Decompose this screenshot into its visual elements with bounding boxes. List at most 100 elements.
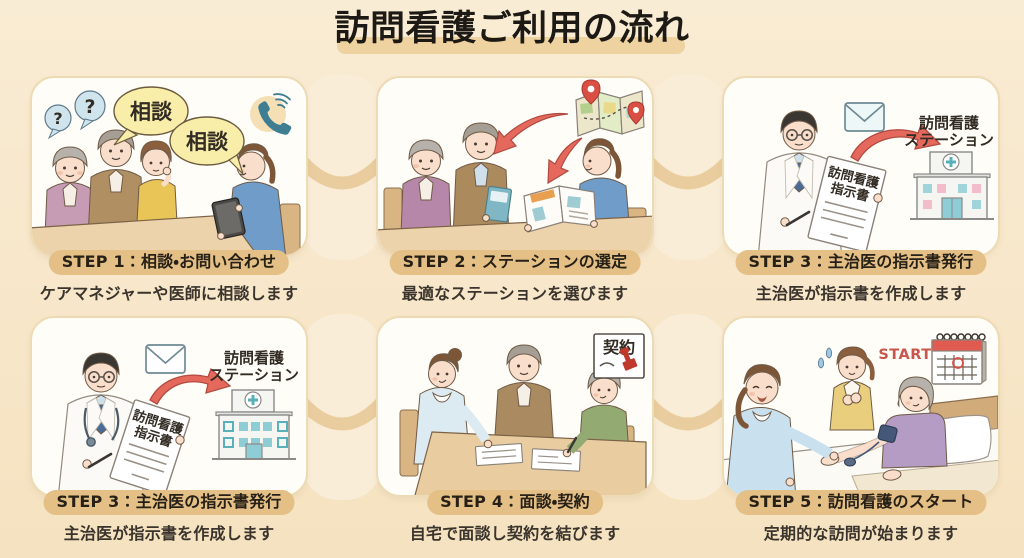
station-building-icon — [910, 151, 994, 220]
connector-arc-2 — [642, 155, 734, 190]
connector-band-4 — [648, 314, 728, 500]
red-arrows — [493, 112, 583, 185]
step-1-illustration: ? ? 相談 相談 — [32, 86, 301, 255]
start-label: START — [878, 347, 931, 363]
nurse-arm — [458, 404, 493, 449]
speech-bubble-2-text: 相談 — [186, 130, 228, 154]
connector-arc-3 — [296, 396, 388, 431]
step-5-card: 契約 — [376, 316, 654, 497]
tablet-icon — [211, 197, 246, 240]
step-5-pill: STEP 4：面談・契約 — [427, 490, 603, 516]
step-3-illustration: 訪問看護 指示書 訪問看護 ス — [757, 102, 994, 255]
envelope-icon-group — [145, 344, 186, 374]
step-2-pill: STEP 2：ステーションの選定 — [389, 250, 641, 276]
step-4-illustration: 訪問看護 指示書 訪問看護 ス — [57, 344, 299, 495]
step-1-card: ? ? 相談 相談 — [30, 76, 308, 257]
step-2-card — [376, 76, 654, 257]
contract-icon-group: 契約 — [593, 333, 645, 379]
nurse-figure — [725, 364, 797, 495]
arrow-icon — [547, 137, 583, 185]
patient-figure — [881, 376, 948, 469]
doctor-arm — [765, 185, 811, 227]
step-4-card: 訪問看護 指示書 訪問看護 ス — [30, 316, 308, 497]
page-header: 訪問看護ご利用の流れ — [0, 8, 1024, 54]
step-3-pill: STEP 3：主治医の指示書発行 — [735, 250, 987, 276]
blanket — [851, 459, 998, 495]
pamphlet-icon — [482, 185, 513, 223]
step-6-card: START — [722, 316, 1000, 497]
step-6-illustration: START — [724, 333, 998, 495]
step-2-caption: 最適なステーションを選びます — [401, 284, 629, 303]
brochure-icon — [523, 185, 598, 233]
start-label-group: START — [878, 347, 931, 363]
step-panel-6: START STEP 5：訪問看護のスタート 定期的な訪問が始まります — [722, 316, 1000, 543]
step-4-pill: STEP 3：主治医の指示書発行 — [43, 490, 295, 516]
connector-band-3 — [302, 314, 382, 500]
step-6-pill: STEP 5：訪問看護のスタート — [735, 490, 987, 516]
referral-document: 訪問看護 指示書 — [807, 155, 887, 253]
map-icon — [575, 79, 645, 137]
step-1-pill: STEP 1：相談・お問い合わせ — [48, 250, 290, 276]
question-bubble-1-text: ? — [53, 109, 62, 128]
connector-arc-4 — [642, 396, 734, 431]
envelope-icon — [844, 102, 885, 132]
question-bubbles: ? ? — [44, 90, 106, 140]
station-line-1: 訪問看護 — [919, 114, 980, 132]
phone-icon-group — [250, 93, 292, 135]
step-5-illustration: 契約 — [399, 333, 647, 495]
speech-bubbles: 相談 相談 — [113, 86, 245, 175]
contract-icon: 契約 — [593, 333, 645, 379]
contract-label: 契約 — [603, 338, 635, 357]
bp-cuff-icon — [844, 424, 898, 467]
papers-on-table — [474, 443, 581, 472]
title-highlight — [337, 37, 685, 54]
step-panel-3: 訪問看護 指示書 訪問看護 ス — [722, 76, 1000, 303]
step-5-caption: 自宅で面談し契約を結びます — [409, 524, 621, 543]
red-arrow — [149, 367, 232, 405]
station-name-label: 訪問看護 ステーション — [209, 349, 299, 384]
table — [414, 431, 647, 495]
step-panel-4: 訪問看護 指示書 訪問看護 ス — [30, 316, 308, 543]
question-bubble-2-text: ? — [84, 96, 95, 118]
speech-bubble-1-text: 相談 — [130, 100, 172, 124]
doctor-arm — [65, 427, 113, 469]
patient-arm — [833, 435, 889, 463]
calendar-icon — [931, 333, 987, 385]
connector-arc-1 — [296, 155, 388, 190]
step-panel-1: ? ? 相談 相談 STEP 1 — [30, 76, 308, 303]
stethoscope-icon — [83, 407, 120, 447]
elderly-man-figure — [493, 344, 555, 451]
envelope-icon-group — [844, 102, 885, 132]
step-2-illustration — [378, 79, 652, 255]
station-building-group — [910, 151, 994, 220]
page-title: 訪問看護ご利用の流れ — [334, 9, 690, 49]
red-arrow — [850, 123, 942, 162]
calendar-icon-group — [931, 333, 987, 385]
step-6-caption: 定期的な訪問が始まります — [763, 524, 959, 543]
step-3-card: 訪問看護 指示書 訪問看護 ス — [722, 76, 1000, 257]
station2-line-2: ステーション — [209, 366, 299, 384]
nurse-arms — [757, 425, 839, 488]
station-building-group — [212, 389, 296, 460]
arrow-icon — [850, 123, 942, 162]
table — [32, 214, 258, 255]
doctor-figure — [757, 110, 843, 255]
step-1-caption: ケアマネジャーや医師に相談します — [39, 284, 299, 303]
connector-band-2 — [648, 74, 728, 260]
step-panel-2: STEP 2：ステーションの選定 最適なステーションを選びます — [376, 76, 654, 303]
signing-arm — [562, 417, 601, 458]
arrow-icon — [493, 112, 569, 155]
map-icon-group — [575, 79, 645, 137]
station-name-label: 訪問看護 ステーション — [904, 114, 994, 149]
station-line-2: ステーション — [904, 131, 994, 149]
step-4-caption: 主治医が指示書を作成します — [63, 524, 275, 543]
referral-document: 訪問看護 指示書 — [109, 399, 191, 495]
step-3-caption: 主治医が指示書を作成します — [755, 284, 967, 303]
station2-line-1: 訪問看護 — [224, 349, 285, 367]
step-panel-5: 契約 STEP 4：面談・契約 自宅で面談し契約を結びます — [376, 316, 654, 543]
station-building-icon — [212, 389, 296, 460]
arrow-icon — [149, 367, 232, 405]
envelope-icon — [145, 344, 186, 374]
